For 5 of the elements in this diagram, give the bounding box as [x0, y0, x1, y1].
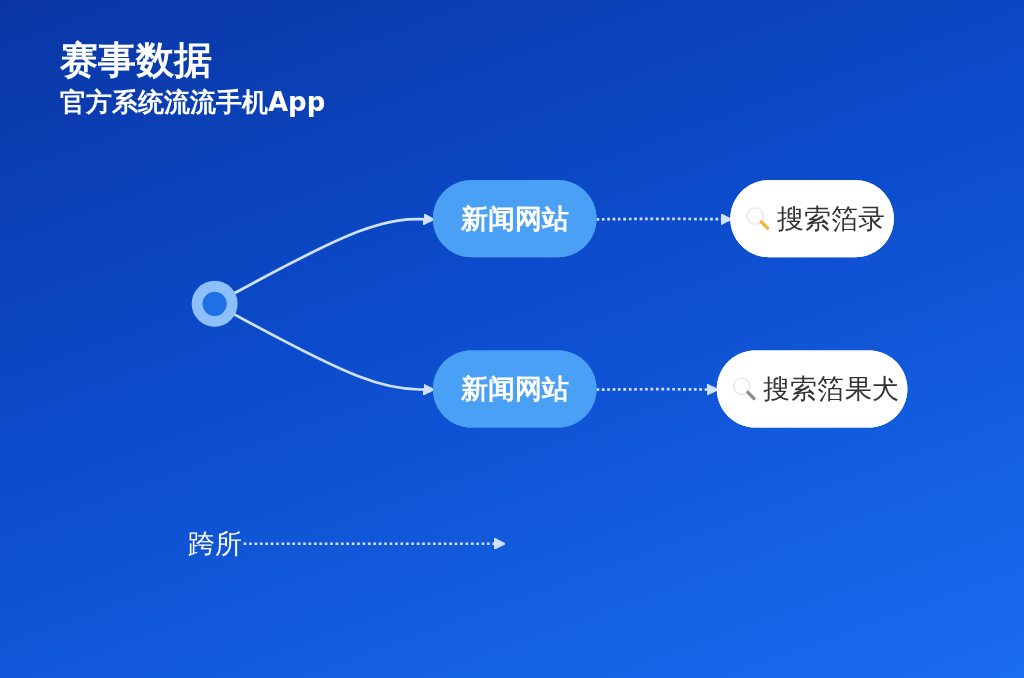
node-circle — [191, 280, 238, 327]
node-text: 跨所 — [187, 527, 242, 560]
title: 赛事数据 — [60, 37, 212, 84]
arrow — [243, 537, 506, 550]
subtitle: 官方系统流流手机App — [60, 86, 326, 119]
